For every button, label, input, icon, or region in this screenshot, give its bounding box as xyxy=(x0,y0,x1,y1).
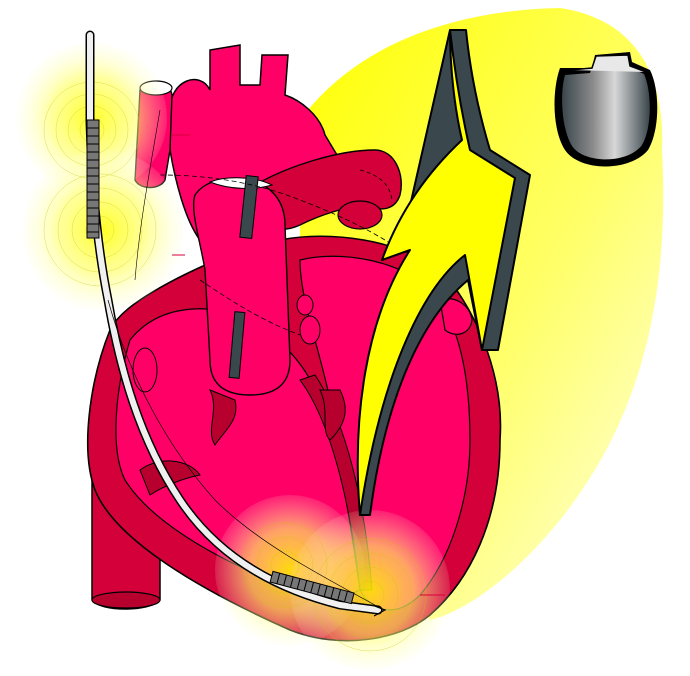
upper-electrode xyxy=(87,120,99,238)
pacemaker-icon xyxy=(555,52,658,167)
